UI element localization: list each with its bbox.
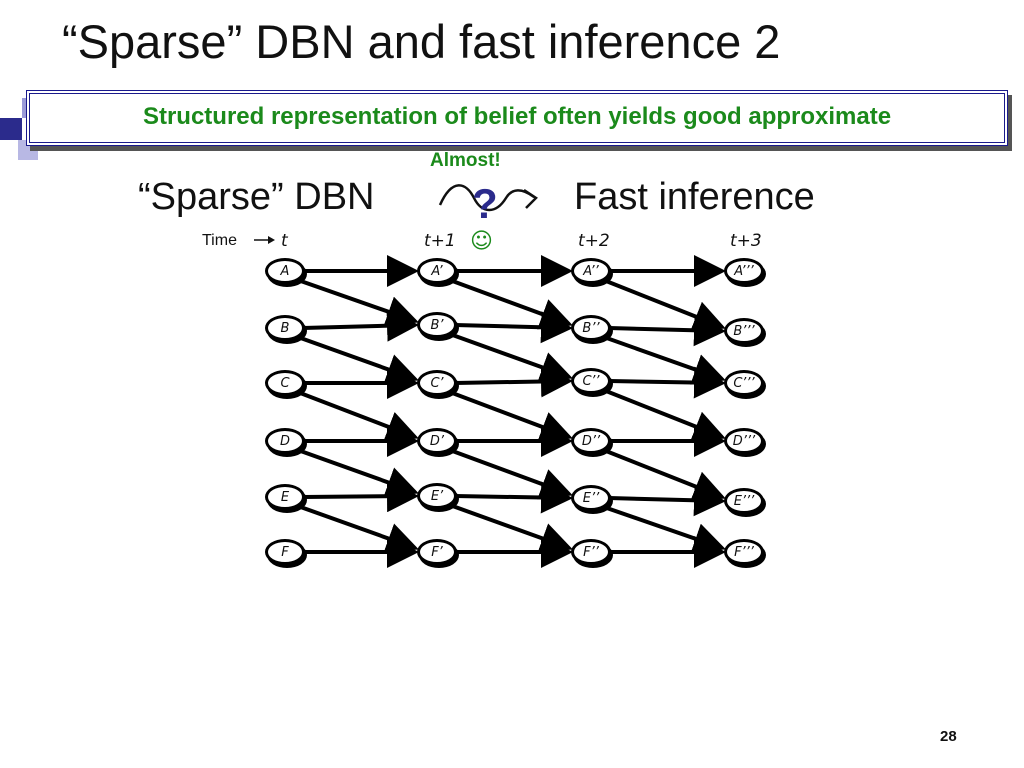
node-e-t3: E’’’ — [724, 488, 764, 514]
node-d-t0: D — [265, 428, 305, 454]
node-a-t0: A — [265, 258, 305, 284]
edge-b-t0-to-b — [302, 309, 419, 342]
node-e-t2: E’’ — [571, 485, 611, 511]
node-e-t1: E’ — [417, 483, 457, 509]
time-step-t3: t+3 — [730, 231, 762, 251]
page-number: 28 — [940, 728, 957, 745]
edge-e-t1-to-f — [446, 502, 573, 554]
banner-text: Structured representation of belief ofte… — [142, 103, 892, 130]
node-d-t2: D’’ — [571, 428, 611, 454]
edge-c-t0-to-d — [294, 389, 419, 442]
edge-b-t2-to-c — [600, 334, 726, 385]
node-c-t0: C — [265, 370, 305, 396]
edge-b-t1-to-c — [446, 331, 573, 383]
edge-b-t1-to-b — [454, 311, 573, 344]
edge-a-t2-to-b — [600, 277, 726, 332]
node-b-t1: B’ — [417, 312, 457, 338]
fast-inference-label: Fast inference — [574, 176, 815, 218]
node-f-t0: F — [265, 539, 305, 565]
node-a-t2: A’’ — [571, 258, 611, 284]
edge-b-t2-to-b — [608, 314, 726, 347]
edge-e-t2-to-f — [600, 504, 726, 554]
node-b-t2: B’’ — [571, 315, 611, 341]
edge-c-t1-to-c — [454, 365, 573, 398]
question-mark: ? — [472, 180, 498, 227]
time-step-t1: t+1 — [424, 231, 456, 251]
edge-d-t1-to-e — [446, 447, 573, 500]
node-f-t1: F’ — [417, 539, 457, 565]
edge-c-t2-to-c — [608, 366, 726, 399]
edge-c-t2-to-d — [600, 387, 726, 442]
edge-c-t1-to-d — [446, 389, 573, 443]
time-step-t: t — [281, 231, 288, 251]
edge-a-t0-to-b — [294, 277, 419, 327]
node-f-t3: F’’’ — [724, 539, 764, 565]
almost-label: Almost! — [430, 150, 501, 171]
edge-e-t0-to-e — [302, 480, 419, 513]
node-d-t1: D’ — [417, 428, 457, 454]
edge-e-t1-to-e — [454, 481, 573, 514]
decorative-square — [0, 118, 22, 140]
smiley-icon: ☺ — [470, 229, 493, 254]
node-e-t0: E — [265, 484, 305, 510]
time-step-t2: t+2 — [578, 231, 610, 251]
edge-e-t2-to-e — [608, 484, 726, 517]
node-a-t3: A’’’ — [724, 258, 764, 284]
banner-box: Structured representation of belief ofte… — [26, 90, 1008, 146]
edge-b-t0-to-c — [294, 334, 419, 385]
edge-a-t1-to-b — [446, 277, 573, 330]
node-c-t3: C’’’ — [724, 370, 764, 396]
node-f-t2: F’’ — [571, 539, 611, 565]
node-a-t1: A’ — [417, 258, 457, 284]
node-b-t3: B’’’ — [724, 318, 764, 344]
slide-title: “Sparse” DBN and fast inference 2 — [62, 15, 781, 68]
edge-d-t2-to-e — [600, 447, 726, 502]
node-c-t2: C’’ — [571, 368, 611, 394]
node-d-t3: D’’’ — [724, 428, 764, 454]
edge-e-t0-to-f — [294, 503, 419, 554]
edge-d-t0-to-e — [294, 447, 419, 498]
time-label: Time — [202, 232, 237, 249]
node-c-t1: C’ — [417, 370, 457, 396]
sparse-dbn-label: “Sparse” DBN — [138, 176, 375, 218]
node-b-t0: B — [265, 315, 305, 341]
